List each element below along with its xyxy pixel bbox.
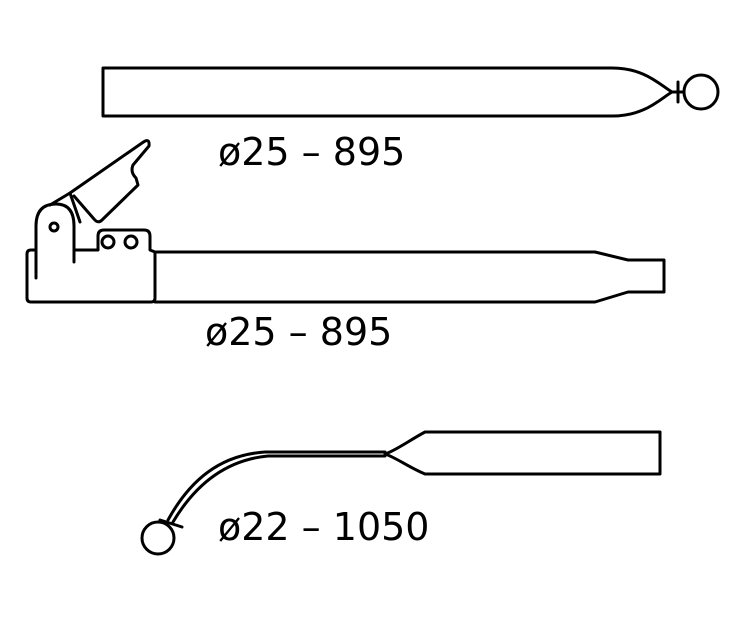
ring-icon xyxy=(682,73,720,111)
rod-with-ring: ø25 – 895 xyxy=(101,66,720,174)
rod-with-clamp: ø25 – 895 xyxy=(25,139,666,354)
ring-icon xyxy=(140,520,176,556)
part-label: ø22 – 1050 xyxy=(218,505,429,549)
rod-with-cord: ø22 – 1050 xyxy=(140,430,662,556)
part-label: ø25 – 895 xyxy=(205,310,392,354)
part-label: ø25 – 895 xyxy=(218,130,405,174)
